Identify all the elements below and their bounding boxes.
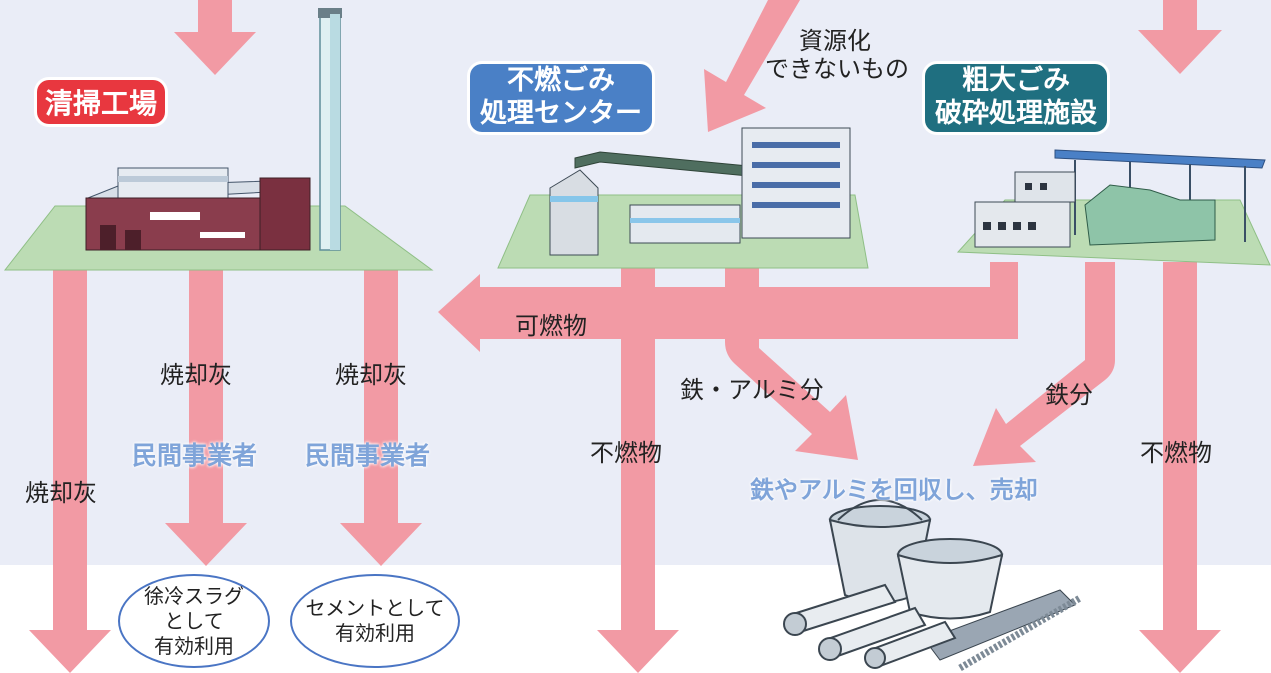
arrow-noncombustibles-center — [597, 262, 679, 673]
arrow-iron-aluminum — [725, 262, 858, 460]
slag-line1: 徐冷スラグ — [144, 583, 244, 608]
arrow-ash-slag — [165, 262, 247, 566]
arrow-iron — [973, 262, 1115, 466]
silo-stripe — [550, 196, 598, 202]
bulky-title-line2: 破砕処理施設 — [935, 97, 1097, 129]
incinerator-door — [100, 225, 116, 250]
noncombustible-title: 不燃ごみ 処理センター — [470, 64, 652, 132]
bucket-handle — [837, 499, 923, 521]
chimney-top — [318, 8, 342, 18]
recovered-metals — [783, 499, 1082, 672]
i-beam — [924, 589, 1076, 661]
bulky-machinery — [1084, 184, 1216, 246]
arrows — [29, 0, 1222, 673]
low-building-stripe — [630, 218, 740, 223]
cement-destination: セメントとして 有効利用 — [290, 574, 460, 668]
cement-line2: 有効利用 — [335, 621, 415, 645]
incinerator-window-2 — [200, 232, 245, 238]
pipes — [783, 583, 957, 669]
incinerator-tower — [259, 177, 311, 251]
noncombustible-low-building — [629, 204, 741, 244]
bulky-windows — [983, 183, 1047, 230]
ash-label-cement: 焼却灰 — [335, 361, 407, 389]
combustibles-label: 可燃物 — [515, 312, 587, 340]
recovery-label: 鉄やアルミを回収し、売却 — [750, 476, 1038, 504]
rebar — [958, 594, 1082, 672]
private-operator-1: 民間事業者 — [132, 441, 258, 470]
noncombustible-silo — [549, 169, 599, 256]
incinerator-hall-stripe — [118, 176, 228, 182]
slag-line2: として — [164, 608, 224, 633]
bulky-title: 粗大ごみ 破砕処理施設 — [925, 64, 1107, 132]
arrow-noncombustibles-right — [1139, 262, 1221, 673]
bucket-small-body — [896, 553, 1004, 620]
bulky-title-line1: 粗大ごみ — [962, 65, 1070, 96]
arrow-unrecyclable — [704, 0, 800, 132]
ash-label-left: 焼却灰 — [25, 479, 97, 507]
bulky-canopy — [1054, 149, 1266, 169]
unrecyclable-label: 資源化 できないもの — [765, 27, 909, 83]
noncombustibles-label-right: 不燃物 — [1140, 439, 1212, 467]
iron-label: 鉄分 — [1045, 381, 1093, 409]
incinerator-window — [150, 212, 200, 220]
incinerator-hall — [117, 167, 229, 199]
arrow-in-bulky — [1138, 0, 1222, 74]
noncombustible-title-line2: 処理センター — [480, 97, 642, 129]
ash-label-slag: 焼却灰 — [160, 361, 232, 389]
chimney-shade — [330, 14, 340, 250]
arrow-ash-cement — [340, 262, 422, 566]
slag-destination: 徐冷スラグ として 有効利用 — [118, 574, 270, 668]
arrow-in-incinerator — [174, 0, 256, 75]
private-operator-2: 民間事業者 — [305, 441, 431, 470]
noncombustibles-label-center: 不燃物 — [590, 439, 662, 467]
incinerator-facility — [3, 8, 434, 271]
bulky-facility — [956, 149, 1271, 266]
slag-line3: 有効利用 — [154, 633, 234, 658]
incinerator-door-2 — [125, 230, 141, 250]
unrecyclable-label-line2: できないもの — [765, 54, 909, 83]
unrecyclable-label-line1: 資源化 — [799, 27, 871, 55]
noncombustible-title-line1: 不燃ごみ — [507, 65, 615, 96]
incinerator-title: 清掃工場 — [37, 80, 166, 124]
arrow-ash-left — [29, 262, 111, 673]
tall-building-windows — [752, 142, 840, 208]
iron-aluminum-label: 鉄・アルミ分 — [680, 376, 824, 404]
noncombustible-facility — [497, 127, 869, 269]
cement-line1: セメントとして — [305, 596, 445, 620]
